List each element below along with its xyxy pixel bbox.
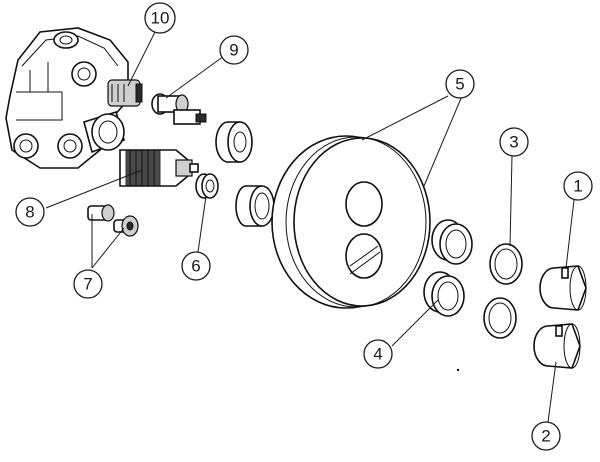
- callout-5: 5: [445, 69, 475, 99]
- callout-label-3: 3: [509, 133, 518, 152]
- callout-8: 8: [15, 197, 45, 227]
- check-valves: [87, 204, 139, 237]
- callout-label-10: 10: [151, 9, 170, 28]
- valve-body: [5, 27, 129, 169]
- diverter-spindle: [151, 93, 207, 125]
- callout-label-4: 4: [373, 345, 382, 364]
- callout-3: 3: [499, 127, 529, 157]
- thermostatic-cartridge: [119, 149, 199, 187]
- callout-9: 9: [219, 35, 249, 65]
- leader-lines: [45, 29, 575, 423]
- callout-label-5: 5: [455, 75, 464, 94]
- callout-2: 2: [531, 421, 561, 451]
- callout-label-6: 6: [191, 257, 200, 276]
- callout-7: 7: [73, 269, 103, 299]
- callout-label-9: 9: [229, 41, 238, 60]
- callout-4: 4: [363, 339, 393, 369]
- callout-6: 6: [181, 251, 211, 281]
- callout-label-8: 8: [25, 203, 34, 222]
- callout-label-2: 2: [541, 427, 550, 446]
- callout-10: 10: [144, 2, 176, 34]
- callout-1: 1: [563, 171, 593, 201]
- callout-label-7: 7: [83, 275, 92, 294]
- adapter-rings: [423, 219, 473, 317]
- extension-sleeve: [235, 185, 275, 227]
- retaining-nut: [195, 173, 219, 199]
- o-ring-washers: [483, 243, 523, 339]
- callout-label-1: 1: [573, 177, 582, 196]
- handle-lower: [533, 323, 581, 369]
- cover-plate: [271, 135, 431, 309]
- spacer-ring: [215, 121, 253, 163]
- stray-dot: [456, 368, 460, 372]
- flow-cartridge: [107, 79, 143, 107]
- handle-upper: [539, 265, 587, 311]
